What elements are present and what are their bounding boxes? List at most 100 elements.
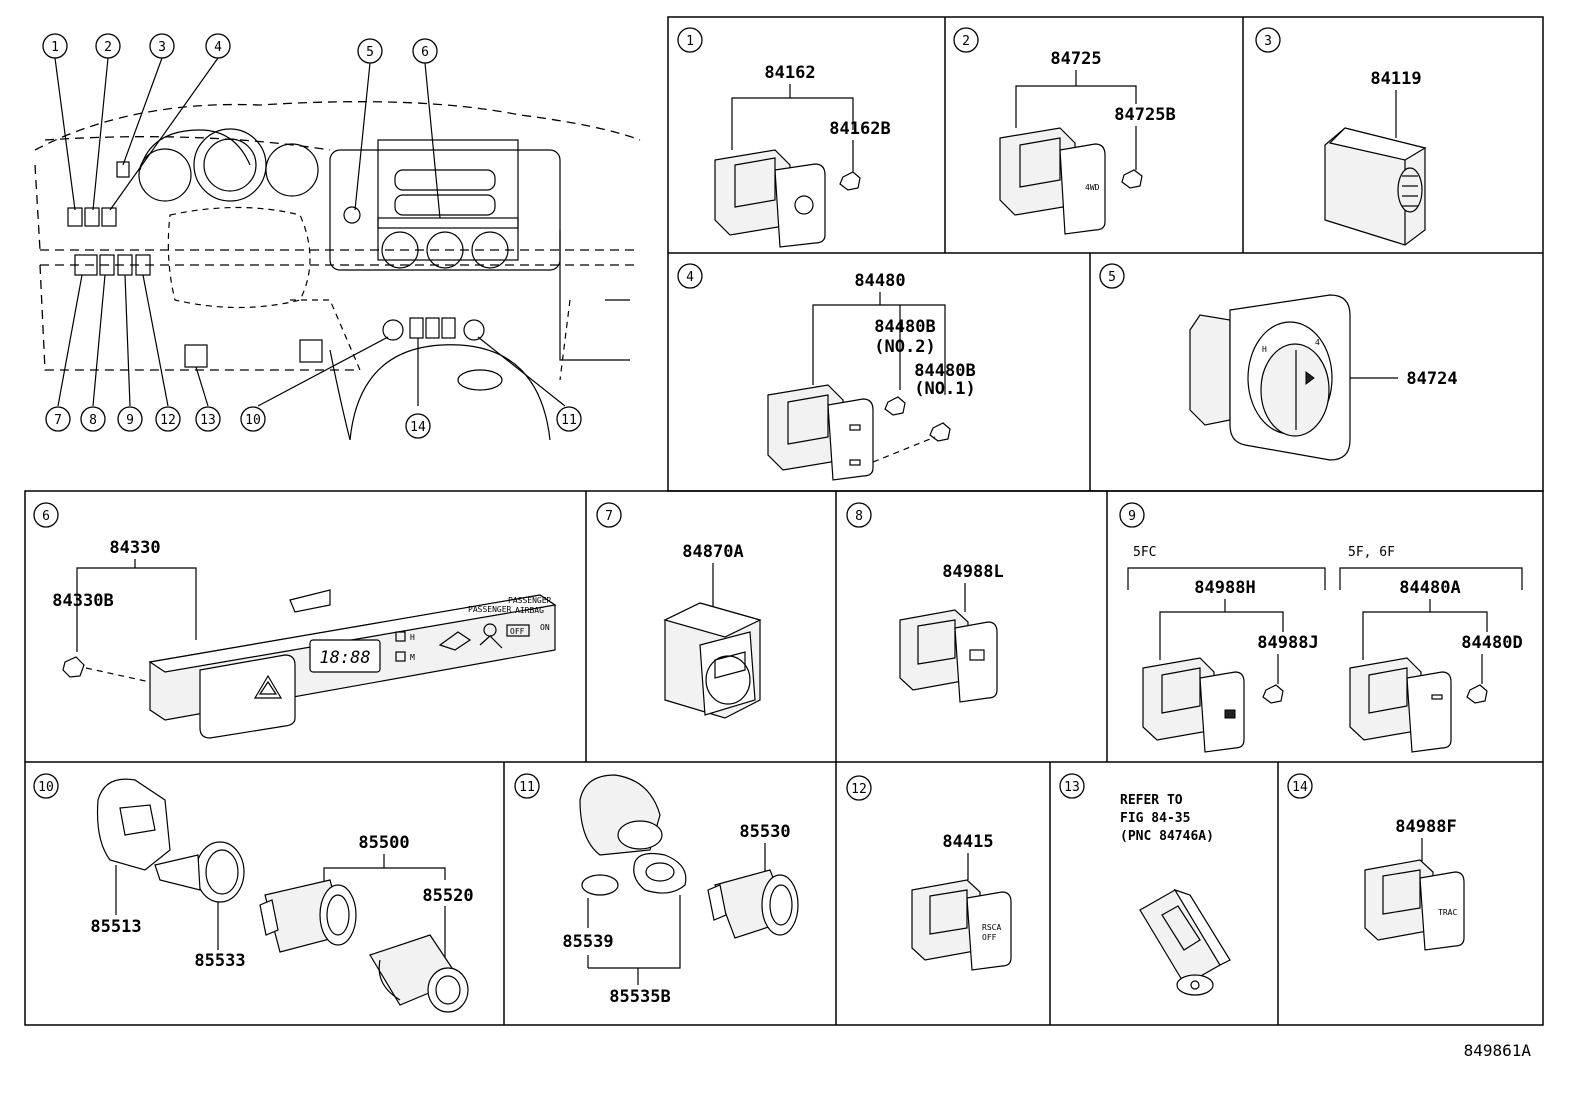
svg-text:5: 5 (366, 45, 374, 60)
panel-8: 8 84988L (846, 502, 1004, 703)
callout-11: 11 (556, 406, 582, 432)
svg-text:H: H (1262, 345, 1267, 354)
svg-text:ON: ON (540, 623, 550, 632)
svg-text:OFF: OFF (982, 933, 997, 942)
part-note: (NO.1) (914, 379, 975, 399)
svg-text:13: 13 (200, 413, 216, 428)
part-number: 84162B (829, 119, 890, 139)
svg-text:12: 12 (160, 413, 176, 428)
clock-display: 18:88 (319, 648, 370, 668)
svg-text:3: 3 (158, 40, 166, 55)
svg-text:13: 13 (1064, 780, 1080, 795)
svg-text:9: 9 (126, 413, 134, 428)
part-number: 85500 (358, 833, 409, 853)
svg-text:7: 7 (605, 509, 613, 524)
refer-note: REFER TO (1120, 793, 1183, 808)
part-number: 85535B (609, 987, 670, 1007)
svg-text:4: 4 (686, 270, 694, 285)
panel-3: 3 84119 (1255, 27, 1427, 246)
part-number: 84119 (1370, 69, 1421, 89)
svg-text:PASSENGER: PASSENGER (468, 605, 512, 614)
panel-12: 12 84415 RSCA OFF (846, 775, 1012, 971)
panel-9: 9 5FC 5F, 6F 84988H 84988J 84480A 84480D (1119, 502, 1523, 753)
panel-14: 14 84988F TRAC (1287, 773, 1465, 951)
svg-text:PASSENGER: PASSENGER (508, 596, 552, 605)
part-number: 84480A (1399, 578, 1460, 598)
svg-text:9: 9 (1128, 509, 1136, 524)
svg-text:11: 11 (519, 780, 535, 795)
svg-text:M: M (410, 653, 415, 662)
part-number: 85533 (194, 951, 245, 971)
callout-2: 2 (95, 33, 121, 59)
panel-4: 4 84480 84480B (NO.2) 84480B (NO.1) (677, 263, 976, 481)
part-number: 84480B (914, 361, 975, 381)
part-number: 85530 (739, 822, 790, 842)
group-label: 5F, 6F (1348, 545, 1395, 560)
svg-text:10: 10 (245, 413, 261, 428)
svg-text:8: 8 (89, 413, 97, 428)
svg-text:14: 14 (1292, 780, 1308, 795)
svg-text:RSCA: RSCA (982, 923, 1001, 932)
part-number: 85520 (422, 886, 473, 906)
part-number: 84330 (109, 538, 160, 558)
svg-text:6: 6 (42, 509, 50, 524)
svg-text:TRAC: TRAC (1438, 908, 1457, 917)
part-number: 84162 (764, 63, 815, 83)
part-number: 84480 (854, 271, 905, 291)
svg-text:H: H (410, 633, 415, 642)
panel-7: 7 84870A (596, 502, 762, 719)
svg-text:6: 6 (421, 45, 429, 60)
svg-text:2: 2 (104, 40, 112, 55)
callout-8: 8 (80, 406, 106, 432)
svg-text:4: 4 (214, 40, 222, 55)
callout-6: 6 (412, 38, 438, 64)
callout-1: 1 (42, 33, 68, 59)
part-number: 84725 (1050, 49, 1101, 69)
part-number: 84480D (1461, 633, 1522, 653)
part-note: (NO.2) (874, 337, 935, 357)
group-label: 5FC (1133, 545, 1156, 560)
svg-text:14: 14 (410, 420, 426, 435)
callout-7: 7 (45, 406, 71, 432)
part-number: 84870A (682, 542, 743, 562)
svg-text:AIRBAG: AIRBAG (515, 606, 544, 615)
callout-3: 3 (149, 33, 175, 59)
panel-10: 10 85513 85533 85500 85520 (33, 773, 474, 1013)
refer-note: FIG 84-35 (1120, 811, 1190, 826)
svg-text:2: 2 (962, 34, 970, 49)
panel-11: 11 85539 85535B 85530 (514, 773, 799, 1007)
svg-text:4WD: 4WD (1085, 183, 1100, 192)
part-number: 85513 (90, 917, 141, 937)
part-number: 84988H (1194, 578, 1255, 598)
part-number: 84330B (52, 591, 113, 611)
part-number: 84415 (942, 832, 993, 852)
svg-text:OFF: OFF (510, 627, 525, 636)
svg-text:12: 12 (851, 782, 867, 797)
panel-2: 2 84725 84725B 4WD (953, 27, 1176, 235)
callout-14: 14 (405, 413, 431, 439)
panel-6: 6 84330 84330B 18:88 H M PASSENGER PASSE… (33, 502, 557, 739)
svg-text:8: 8 (855, 509, 863, 524)
panel-1: 1 84162 84162B (677, 27, 891, 248)
diagram-code: 849861A (1464, 1041, 1532, 1060)
svg-text:5: 5 (1108, 270, 1116, 285)
refer-note: (PNC 84746A) (1120, 829, 1214, 844)
callout-9: 9 (117, 406, 143, 432)
callout-10: 10 (240, 406, 266, 432)
svg-text:1: 1 (51, 40, 59, 55)
dashboard-overview: 1 2 3 4 5 6 7 8 9 12 13 10 14 11 (34, 33, 641, 441)
svg-text:1: 1 (686, 34, 694, 49)
panel-5: 5 84724 H 4 (1099, 263, 1458, 461)
callout-4: 4 (205, 33, 231, 59)
callout-13: 13 (195, 406, 221, 432)
callout-5: 5 (357, 38, 383, 64)
part-number: 85539 (562, 932, 613, 952)
svg-text:3: 3 (1264, 34, 1272, 49)
svg-text:7: 7 (54, 413, 62, 428)
part-number: 84724 (1406, 369, 1457, 389)
svg-text:4: 4 (1315, 338, 1320, 347)
part-number: 84480B (874, 317, 935, 337)
callout-12: 12 (155, 406, 181, 432)
panel-grid (24, 16, 1544, 1026)
